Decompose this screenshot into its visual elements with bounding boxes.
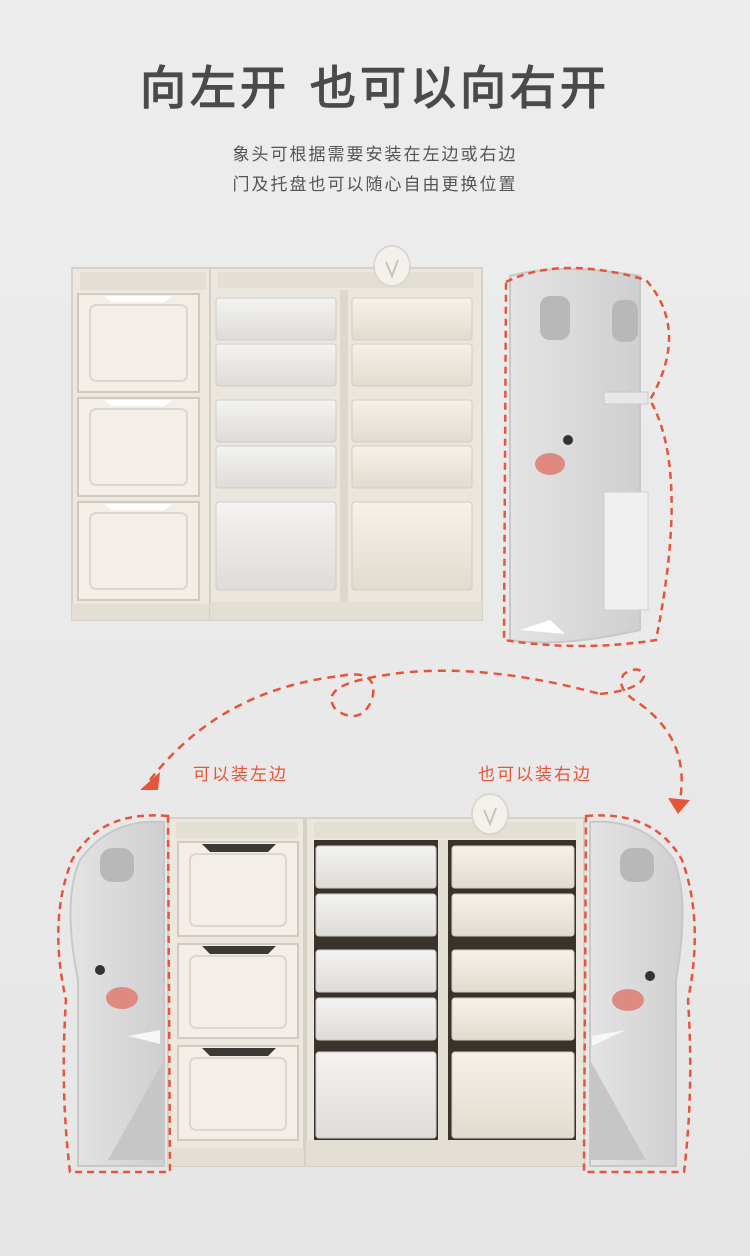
drawer [77, 293, 200, 393]
swap-arrow [149, 668, 683, 801]
elephant-icon [69, 820, 165, 1167]
elephant-icon [509, 268, 649, 644]
arrow-head-right [668, 798, 690, 814]
drawer [177, 943, 299, 1039]
outline-dashed [502, 266, 673, 648]
elephant-icon [589, 820, 684, 1167]
storage-bins-col-1 [215, 297, 337, 591]
storage-bins-col-2 [451, 845, 575, 1139]
page-title: 向左开 也可以向右开 [139, 61, 610, 115]
description-line-2: 门及托盘也可以随心自由更换位置 [232, 175, 518, 195]
storage-bins-col-2 [351, 297, 473, 591]
outline-dashed [57, 814, 172, 1174]
heart-icon [373, 245, 411, 287]
drawer [177, 841, 299, 937]
arrow-head-left [140, 772, 160, 790]
label-left: 可以装左边 [193, 765, 288, 785]
heart-icon [471, 793, 509, 835]
description-line-1: 象头可根据需要安装在左边或右边 [232, 145, 518, 165]
top-cabinet [71, 245, 483, 621]
description: 象头可根据需要安装在左边或右边 门及托盘也可以随心自由更换位置 [0, 140, 750, 200]
bottom-cabinet [167, 793, 585, 1167]
drawer [177, 1045, 299, 1141]
drawer [77, 397, 200, 497]
outline-dashed [582, 814, 696, 1174]
drawer [77, 501, 200, 601]
label-right: 也可以装右边 [478, 765, 592, 785]
top-tray-right [218, 272, 474, 288]
top-tray-left [80, 272, 206, 290]
storage-bins-col-1 [315, 845, 437, 1139]
